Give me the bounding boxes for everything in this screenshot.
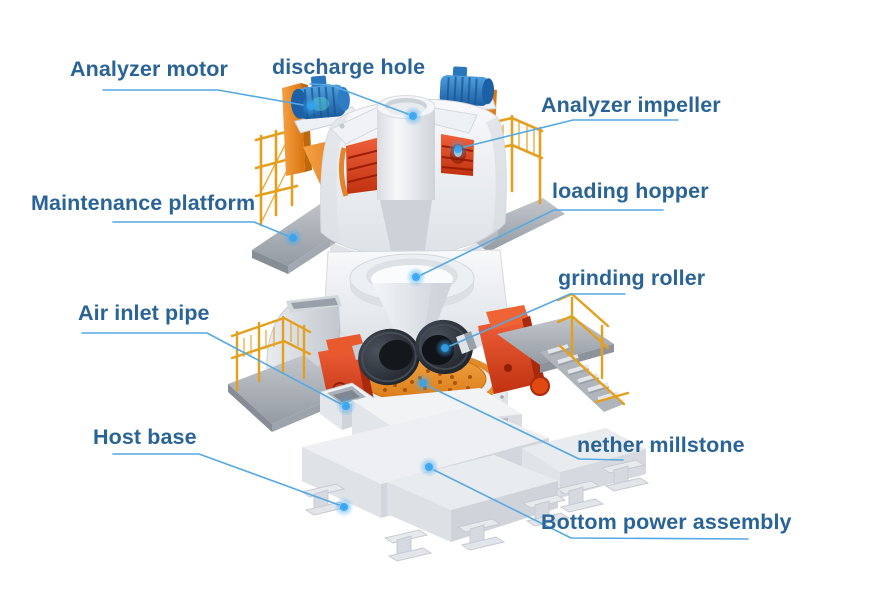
discharge-pipe (376, 95, 436, 268)
classifier-body (320, 95, 507, 270)
leader-discharge-hole (309, 83, 423, 126)
label-analyzer-impeller: Analyzer impeller (541, 93, 721, 117)
leader-analyzer-impeller (448, 119, 679, 159)
leader-air-inlet-pipe (81, 332, 356, 416)
stairway (540, 292, 630, 412)
leader-grinding-roller (435, 293, 626, 358)
leader-analyzer-motor (102, 89, 321, 116)
leader-nether-millstone (413, 373, 624, 461)
label-host-base: Host base (93, 425, 197, 449)
leader-maintenance-platform (112, 221, 303, 248)
label-maintenance-platform: Maintenance platform (31, 191, 256, 215)
label-grinding-roller: grinding roller (558, 266, 706, 290)
loading-hopper-funnel (349, 253, 475, 356)
left-grinding-roller (358, 328, 420, 386)
leader-loading-hopper (406, 209, 664, 287)
label-bottom-power-assembly: Bottom power assembly (541, 510, 792, 534)
label-air-inlet-pipe: Air inlet pipe (78, 301, 210, 325)
label-analyzer-motor: Analyzer motor (70, 57, 228, 81)
leader-bottom-power-assembly (419, 457, 749, 540)
label-nether-millstone: nether millstone (577, 433, 745, 457)
leader-lines (81, 83, 749, 540)
leader-host-base (112, 453, 354, 517)
bottom-power-assembly-base (302, 406, 646, 542)
label-discharge-hole: discharge hole (272, 55, 426, 79)
foundation-feet (300, 459, 650, 562)
label-loading-hopper: loading hopper (552, 179, 709, 203)
lower-left-railing (230, 315, 312, 392)
